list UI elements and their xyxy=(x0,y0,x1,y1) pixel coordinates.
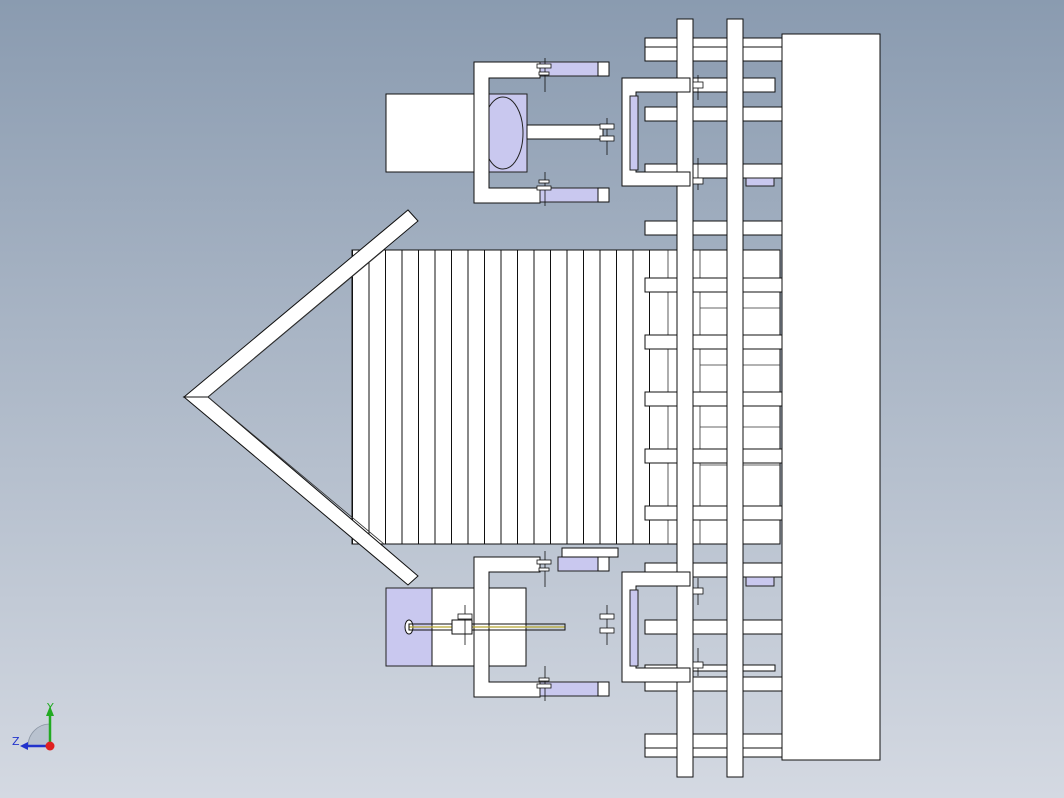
y-axis-arrowhead xyxy=(46,706,54,716)
ladder-grid[interactable] xyxy=(644,18,783,778)
x-axis-dot xyxy=(45,741,55,751)
top-bracket-assembly[interactable] xyxy=(385,58,704,206)
top-housing[interactable] xyxy=(385,93,483,173)
y-axis-label: Y xyxy=(46,701,54,714)
orientation-triad: Y Z xyxy=(12,701,55,751)
z-axis-label: Z xyxy=(12,735,20,748)
bottom-bracket-assembly[interactable] xyxy=(385,547,704,701)
end-plate[interactable] xyxy=(781,33,881,761)
z-axis-arrowhead xyxy=(20,742,28,750)
roof-frame[interactable] xyxy=(182,209,419,586)
